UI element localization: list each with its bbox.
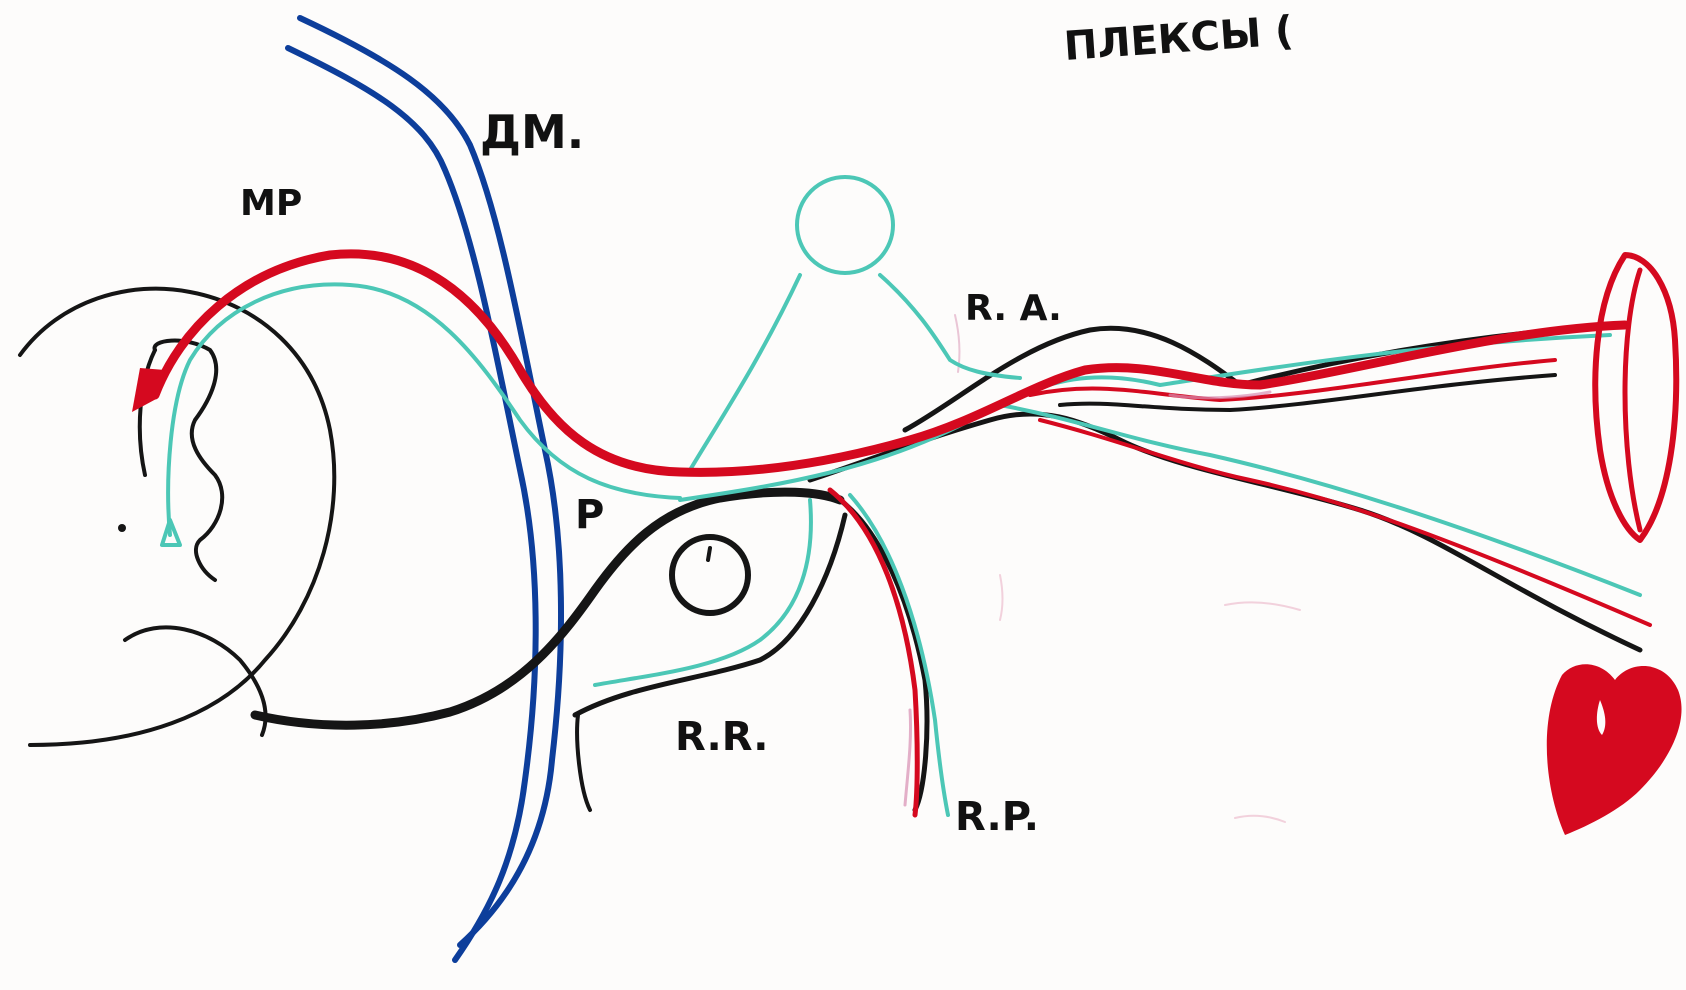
blue-vessel-dm bbox=[288, 18, 561, 960]
label-mp: MP bbox=[240, 183, 302, 224]
label-p: P bbox=[575, 492, 604, 538]
heart-icon bbox=[1547, 664, 1682, 835]
label-rr: R.R. bbox=[675, 714, 768, 760]
title-text: ПЛЕКСЫ ( bbox=[1062, 8, 1294, 70]
black-nerve-tracts bbox=[255, 328, 1640, 810]
label-ra: R. A. bbox=[965, 288, 1062, 329]
label-dm: ДМ. bbox=[480, 105, 584, 159]
label-rp: R.P. bbox=[955, 794, 1039, 840]
pink-marks bbox=[905, 392, 1270, 805]
